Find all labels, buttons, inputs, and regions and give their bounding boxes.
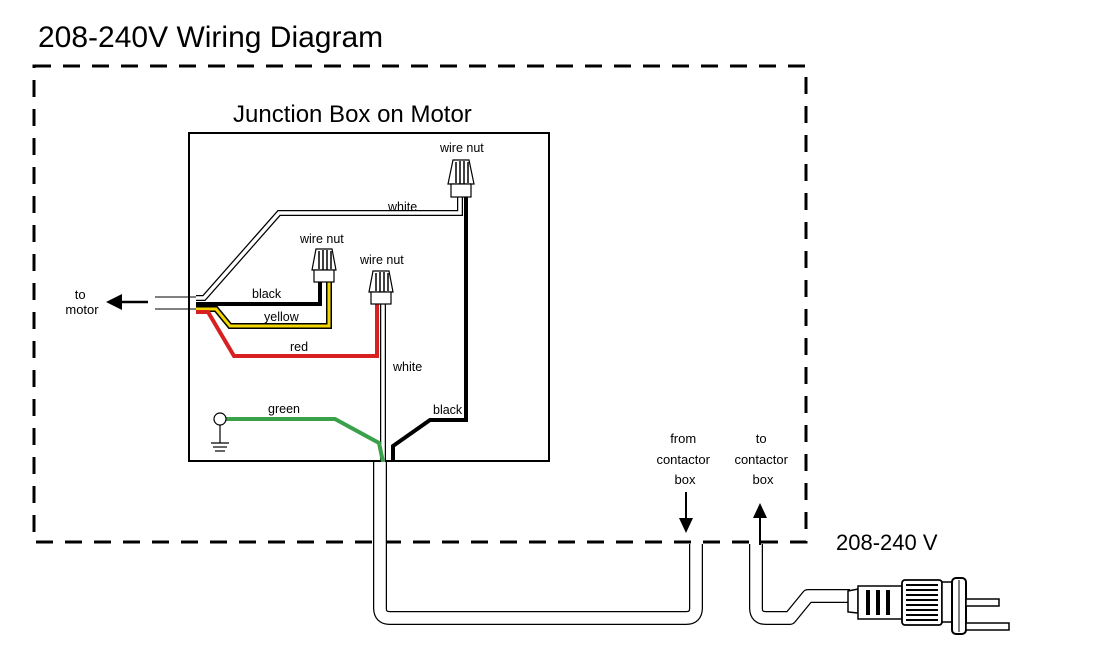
black-wire-vertical-label: black	[433, 403, 463, 417]
green-wire	[226, 417, 385, 463]
green-wire-label: green	[268, 402, 300, 416]
ground-icon	[211, 412, 229, 452]
junction-box-label: Junction Box on Motor	[233, 101, 472, 128]
cable-to-contactor	[373, 462, 703, 625]
black-wire-left	[196, 280, 322, 306]
junction-box	[188, 132, 550, 462]
to-motor-label: to motor	[65, 287, 99, 317]
wire-nut-icon: wire nut	[439, 141, 484, 198]
red-wire	[196, 303, 379, 358]
white-wire-top-label: white	[387, 200, 417, 214]
svg-text:wire nut: wire nut	[299, 232, 344, 246]
power-plug-icon	[847, 577, 1010, 635]
svg-text:wire nut: wire nut	[439, 141, 484, 155]
to-motor-arrow	[106, 294, 148, 310]
diagram-title: 208-240V Wiring Diagram	[38, 21, 383, 54]
from-contactor-arrow	[679, 492, 693, 533]
dashed-enclosure-boundary	[32, 64, 808, 544]
black-wire-left-label: black	[252, 287, 282, 301]
yellow-wire-label: yellow	[264, 310, 300, 324]
to-contactor-arrow	[753, 503, 767, 545]
voltage-label: 208-240 V	[836, 530, 938, 555]
motor-leads	[155, 296, 196, 310]
white-wire-vertical-label: white	[392, 360, 422, 374]
white-wire-top	[196, 196, 463, 301]
wire-nut-icon: wire nut	[299, 232, 344, 283]
black-wire-vertical	[391, 196, 468, 462]
wire-nut-icon: wire nut	[359, 253, 404, 305]
yellow-wire	[196, 280, 332, 329]
red-wire-label: red	[290, 340, 308, 354]
svg-text:wire nut: wire nut	[359, 253, 404, 267]
from-contactor-box-label: from contactor box	[656, 431, 713, 487]
to-contactor-box-label: to contactor box	[734, 431, 791, 487]
